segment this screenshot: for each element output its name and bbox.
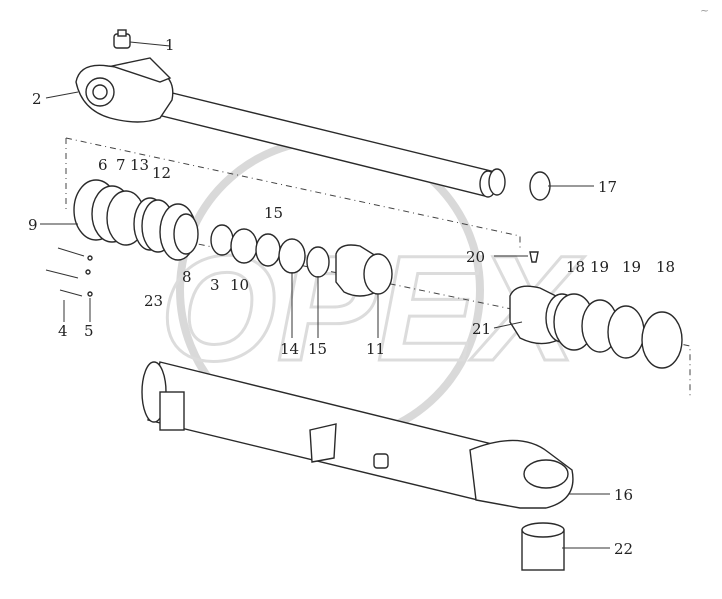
callout-18-left: 18 xyxy=(566,258,585,276)
callout-11: 11 xyxy=(366,340,385,358)
callout-19-left: 19 xyxy=(590,258,609,276)
callout-23: 23 xyxy=(144,292,163,310)
set-screw-part xyxy=(529,251,539,263)
corner-mark: ~ xyxy=(700,4,709,17)
callout-12: 12 xyxy=(152,164,171,182)
callout-1: 1 xyxy=(165,36,175,54)
callout-19-right: 19 xyxy=(622,258,641,276)
callout-13: 13 xyxy=(130,156,149,174)
bolts-and-washers-group xyxy=(45,247,93,297)
callout-labels: 1 2 6 7 13 12 9 4 5 8 3 10 15 14 15 11 1… xyxy=(28,36,675,558)
callout-2: 2 xyxy=(32,90,42,108)
callout-21: 21 xyxy=(472,320,491,338)
callout-14: 14 xyxy=(280,340,299,358)
rod-seal-rings-group xyxy=(73,179,199,261)
grease-nipple-part xyxy=(113,29,131,49)
callout-20: 20 xyxy=(466,248,485,266)
callout-17: 17 xyxy=(598,178,617,196)
callout-10: 10 xyxy=(230,276,249,294)
callout-6: 6 xyxy=(98,156,108,174)
callout-22: 22 xyxy=(614,540,633,558)
callout-8: 8 xyxy=(182,268,192,286)
callout-16: 16 xyxy=(614,486,633,504)
piston-rod-part xyxy=(75,57,506,198)
callout-15-lower: 15 xyxy=(308,340,327,358)
callout-5: 5 xyxy=(84,322,94,340)
callout-18-right: 18 xyxy=(656,258,675,276)
callout-9: 9 xyxy=(28,216,38,234)
piston-seals-group xyxy=(210,224,393,297)
callout-4: 4 xyxy=(58,322,68,340)
axis-line-upper xyxy=(65,137,521,248)
callout-3: 3 xyxy=(210,276,220,294)
cylinder-barrel-part xyxy=(141,361,574,509)
o-ring-part xyxy=(529,171,551,201)
leader-lines xyxy=(40,41,610,549)
callout-7: 7 xyxy=(116,156,126,174)
guide-rings-group xyxy=(553,293,683,369)
bushing-part xyxy=(521,522,565,571)
callout-15-upper: 15 xyxy=(264,204,283,222)
